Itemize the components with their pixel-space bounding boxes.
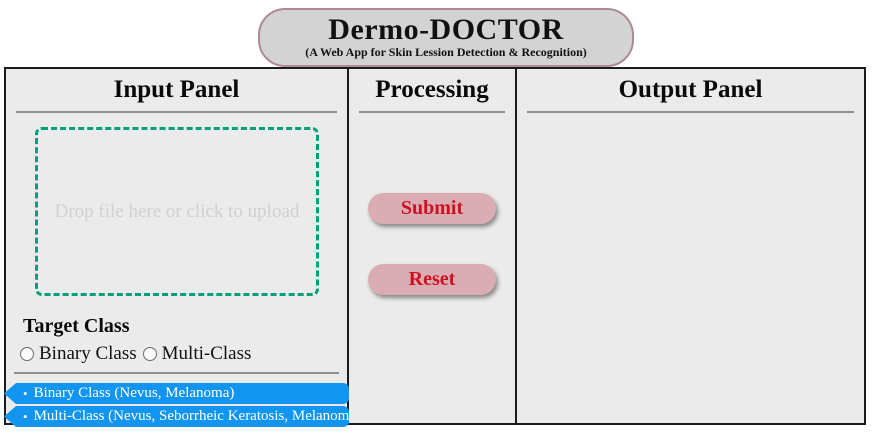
- target-class-heading: Target Class: [23, 315, 130, 337]
- radio-multi-class[interactable]: Multi-Class: [142, 343, 252, 365]
- radio-binary-class-label: Binary Class: [39, 343, 137, 364]
- processing-panel: Processing Submit Reset: [349, 69, 517, 423]
- output-panel-title: Output Panel: [618, 76, 763, 103]
- radio-binary-class-input[interactable]: [20, 347, 34, 361]
- radio-multi-class-label: Multi-Class: [161, 343, 252, 364]
- radio-binary-class[interactable]: Binary Class: [20, 343, 137, 365]
- app-subtitle: (A Web App for Skin Lession Detection & …: [305, 45, 587, 59]
- main-container: Input Panel Drop file here or click to u…: [4, 67, 866, 427]
- tooltip-binary-class: • Binary Class (Nevus, Melanoma): [4, 383, 349, 404]
- input-panel-title: Input Panel: [113, 76, 240, 103]
- dropzone-placeholder: Drop file here or click to upload: [54, 200, 300, 222]
- bullet-icon: •: [23, 385, 28, 401]
- app-title: Dermo-DOCTOR: [328, 13, 564, 46]
- input-panel-separator: [14, 372, 339, 374]
- tooltip-binary-class-label: Binary Class (Nevus, Melanoma): [33, 385, 235, 401]
- output-panel-divider: [527, 111, 854, 113]
- input-panel-divider: [16, 111, 337, 113]
- tooltip-multi-class: • Multi-Class (Nevus, Seborrheic Keratos…: [4, 406, 349, 427]
- input-panel: Input Panel Drop file here or click to u…: [4, 69, 349, 427]
- submit-button[interactable]: Submit: [368, 193, 496, 224]
- app-header: Dermo-DOCTOR (A Web App for Skin Lession…: [258, 8, 634, 67]
- reset-button[interactable]: Reset: [368, 264, 496, 295]
- tooltip-multi-class-label: Multi-Class (Nevus, Seborrheic Keratosis…: [33, 408, 361, 424]
- target-class-radio-group: Binary Class Multi-Class: [20, 343, 251, 365]
- output-panel: Output Panel: [517, 69, 864, 423]
- file-dropzone[interactable]: Drop file here or click to upload: [35, 127, 319, 296]
- radio-multi-class-input[interactable]: [142, 347, 157, 361]
- processing-panel-divider: [359, 111, 505, 113]
- processing-panel-title: Processing: [375, 76, 489, 103]
- bullet-icon: •: [23, 408, 28, 424]
